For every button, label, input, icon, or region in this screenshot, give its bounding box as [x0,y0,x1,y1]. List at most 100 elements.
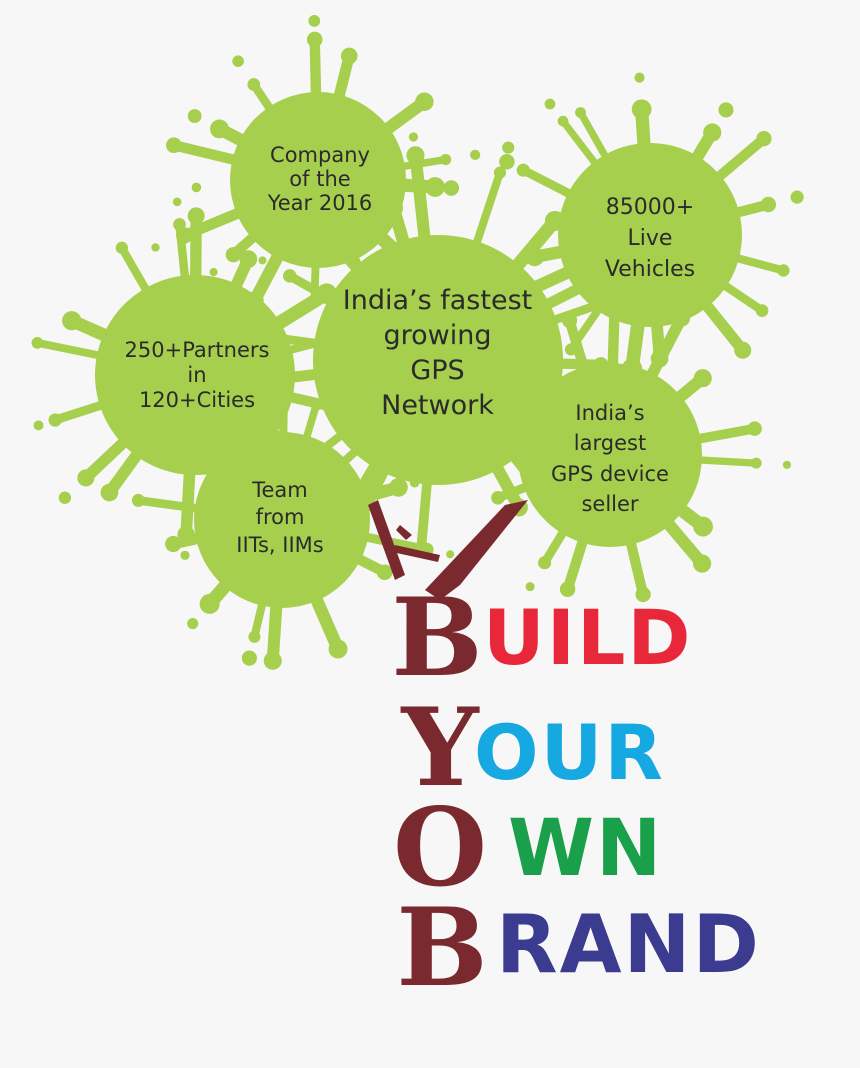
splash-spike [168,140,244,166]
splash-spike [689,423,760,445]
splash-spike [279,387,288,443]
splash-tip [592,268,610,286]
splash-spike [562,531,590,595]
splash-spike [624,533,649,600]
splash-tip [225,247,241,263]
splash-tip [325,234,342,251]
splash-droplet [151,243,160,252]
splash-droplet [378,175,394,191]
splash-tip [165,535,182,553]
splash-droplet [718,102,734,118]
splash-team [131,385,455,670]
splash-spike [117,243,153,298]
splash-droplet [386,410,399,423]
main-branch [425,500,528,600]
splash-droplet [258,256,267,265]
splash-tip [31,337,44,349]
splash-spike [607,306,620,375]
tree-trunk [368,500,528,600]
trunk-initials: B Y O B [391,575,487,1011]
splash-tip [187,207,205,225]
splash-droplet [782,460,792,469]
splash-tip [248,630,261,643]
splash-spike [250,595,268,641]
splash-tip [484,422,498,436]
splash-tip [538,556,552,570]
splash-tip [316,283,337,304]
splash-tip [440,154,452,166]
splash-droplet [209,268,218,277]
splash-droplet [790,190,804,204]
splash-tip [506,372,519,385]
splash-tip [210,119,229,139]
splash-tip [339,329,352,342]
splash-tip [340,47,358,65]
splash-tip [62,311,82,331]
splash-droplet [499,154,515,170]
splash-tip [277,385,291,398]
splash-spike [180,463,196,541]
green-paint-splashes [31,15,804,670]
splash-tip [310,399,322,411]
splash-spike [508,374,547,406]
splash-tip [557,115,569,127]
small-twig [396,525,412,540]
splash-droplet [432,436,442,446]
splash-tip [672,309,691,327]
splash-tip [760,196,777,213]
splash-spike [337,432,375,469]
splash-tip [415,92,434,112]
splash-tip [544,210,565,231]
splash-tip [777,264,790,277]
splash-droplet [232,55,244,68]
splash-tip [592,298,606,311]
splash-spike [729,252,788,275]
splash-tip [161,433,176,447]
splash-core [194,432,370,608]
splash-tip [575,107,586,118]
splash-tip [559,581,576,598]
splash-droplet [306,213,322,228]
splash-tip [100,483,119,502]
splash-droplet [33,420,44,431]
word-uild: UILD [483,593,693,682]
splash-spike [659,514,709,570]
splash-tip [364,430,378,444]
splash-tip [516,163,530,177]
left-branch [368,500,405,580]
splash-spike [698,296,749,356]
splash-spike [409,149,432,248]
blob-live-vehicles: 85000+ Live Vehicles [604,195,696,282]
splash-spike [50,399,110,425]
splash-spike [134,496,206,514]
splash-spike [301,401,320,446]
splash-tip [454,436,468,450]
splash-droplet [241,650,257,666]
blob-team: Team from IITs, IIMs [236,478,324,557]
splash-tip [693,554,712,573]
splash-droplet [180,550,190,560]
splash-core [518,363,702,547]
splash-droplet [470,149,481,160]
splash-tip [247,78,261,91]
splash-droplet [408,132,419,142]
splash-droplet [187,109,202,124]
blob-partners: 250+Partners in 120+Cities [124,338,270,413]
splash-tip [115,241,129,254]
splash-spike [559,117,602,171]
splash-tip [491,490,505,505]
word-rand: RAND [496,898,761,991]
splash-tip [756,131,772,147]
initial-b-brand: B [396,885,487,1011]
splash-core [313,235,563,485]
splash-tip [77,469,95,487]
splash-tip [750,457,762,469]
splash-spike [266,595,283,667]
splash-tip [561,312,578,328]
splash-droplet [142,418,158,435]
splash-largest [432,303,792,623]
splash-droplet [187,618,199,630]
splash-spike [357,531,432,555]
splash-tip [389,477,408,497]
